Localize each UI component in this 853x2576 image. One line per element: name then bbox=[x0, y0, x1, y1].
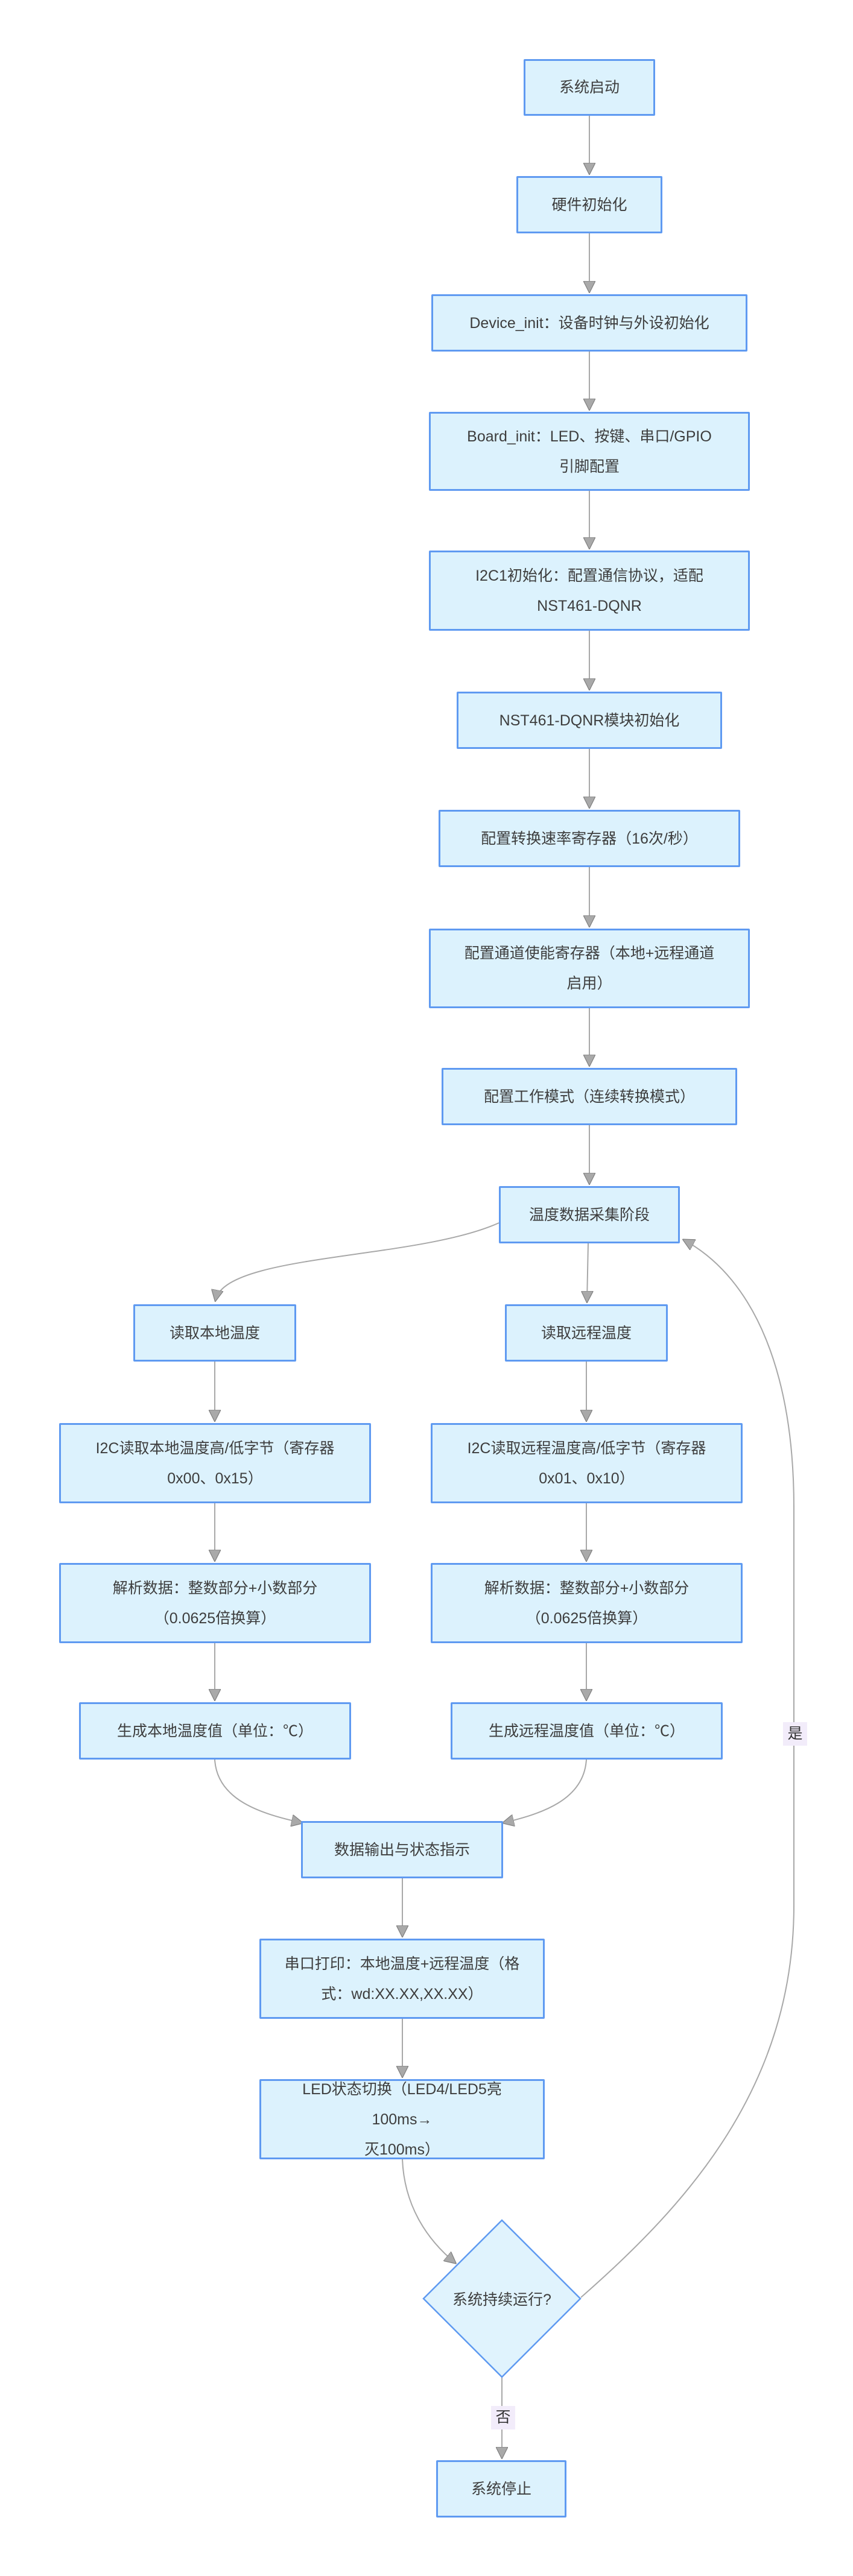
edge-acqstage-readlocal bbox=[215, 1222, 499, 1301]
node-i2c1-init: I2C1初始化：配置通信协议，适配 NST461-DQNR bbox=[429, 551, 750, 631]
node-parse-remote-label: 解析数据：整数部分+小数部分 （0.0625倍换算） bbox=[484, 1579, 690, 1627]
node-conv-rate-label: 配置转换速率寄存器（16次/秒） bbox=[481, 830, 698, 847]
node-uart-print: 串口打印：本地温度+远程温度（格 式：wd:XX.XX,XX.XX） bbox=[259, 1939, 545, 2019]
node-uart-print-label: 串口打印：本地温度+远程温度（格 式：wd:XX.XX,XX.XX） bbox=[284, 1955, 520, 2003]
node-i2c-local-label: I2C读取本地温度高/低字节（寄存器 0x00、0x15） bbox=[95, 1439, 335, 1487]
node-read-local: 读取本地温度 bbox=[133, 1304, 296, 1362]
node-acq-stage: 温度数据采集阶段 bbox=[499, 1186, 680, 1243]
node-gen-remote: 生成远程温度值（单位：℃） bbox=[451, 1702, 723, 1760]
node-device-init: Device_init：设备时钟与外设初始化 bbox=[431, 294, 747, 352]
node-output-stage: 数据输出与状态指示 bbox=[301, 1821, 503, 1878]
decision-diamond-shape bbox=[422, 2219, 582, 2378]
node-board-init-label: Board_init：LED、按键、串口/GPIO 引脚配置 bbox=[467, 428, 712, 475]
node-i2c-local: I2C读取本地温度高/低字节（寄存器 0x00、0x15） bbox=[59, 1423, 371, 1503]
node-parse-remote: 解析数据：整数部分+小数部分 （0.0625倍换算） bbox=[431, 1563, 743, 1643]
node-work-mode: 配置工作模式（连续转换模式） bbox=[442, 1068, 737, 1125]
node-board-init: Board_init：LED、按键、串口/GPIO 引脚配置 bbox=[429, 412, 750, 491]
node-nst-init-label: NST461-DQNR模块初始化 bbox=[499, 712, 680, 729]
node-work-mode-label: 配置工作模式（连续转换模式） bbox=[483, 1088, 695, 1105]
node-start-label: 系统启动 bbox=[559, 79, 620, 96]
edge-genremote-output bbox=[503, 1759, 587, 1823]
node-i2c-remote: I2C读取远程温度高/低字节（寄存器 0x01、0x10） bbox=[431, 1423, 743, 1503]
node-stop-label: 系统停止 bbox=[471, 2480, 531, 2498]
node-output-stage-label: 数据输出与状态指示 bbox=[334, 1841, 470, 1858]
edge-ledtoggle-decision bbox=[402, 2159, 455, 2263]
node-device-init-label: Device_init：设备时钟与外设初始化 bbox=[469, 314, 709, 332]
node-led-toggle-label: LED状态切换（LED4/LED5亮100ms→ 灭100ms） bbox=[302, 2080, 502, 2158]
edge-decision-loop-yes bbox=[580, 1240, 794, 2298]
node-parse-local: 解析数据：整数部分+小数部分 （0.0625倍换算） bbox=[59, 1563, 371, 1643]
node-i2c-remote-label: I2C读取远程温度高/低字节（寄存器 0x01、0x10） bbox=[467, 1439, 706, 1487]
node-nst-init: NST461-DQNR模块初始化 bbox=[457, 692, 722, 749]
node-read-local-label: 读取本地温度 bbox=[169, 1324, 260, 1342]
node-read-remote-label: 读取远程温度 bbox=[541, 1324, 632, 1342]
edge-label-yes: 是 bbox=[783, 1722, 807, 1746]
node-start: 系统启动 bbox=[524, 59, 655, 116]
node-conv-rate: 配置转换速率寄存器（16次/秒） bbox=[439, 810, 740, 867]
node-gen-remote-label: 生成远程温度值（单位：℃） bbox=[488, 1722, 685, 1740]
node-read-remote: 读取远程温度 bbox=[505, 1304, 668, 1362]
node-acq-stage-label: 温度数据采集阶段 bbox=[528, 1206, 650, 1223]
node-chan-enable: 配置通道使能寄存器（本地+远程通道 启用） bbox=[429, 929, 750, 1008]
edge-genlocal-output bbox=[214, 1759, 302, 1823]
node-stop: 系统停止 bbox=[436, 2460, 566, 2518]
node-chan-enable-label: 配置通道使能寄存器（本地+远程通道 启用） bbox=[464, 945, 715, 992]
node-parse-local-label: 解析数据：整数部分+小数部分 （0.0625倍换算） bbox=[112, 1579, 318, 1627]
node-hw-init: 硬件初始化 bbox=[516, 176, 662, 233]
edge-label-no: 否 bbox=[491, 2406, 515, 2429]
node-led-toggle: LED状态切换（LED4/LED5亮100ms→ 灭100ms） bbox=[259, 2079, 545, 2159]
edge-acqstage-readremote bbox=[587, 1243, 588, 1302]
node-gen-local-label: 生成本地温度值（单位：℃） bbox=[116, 1722, 313, 1740]
node-i2c1-init-label: I2C1初始化：配置通信协议，适配 NST461-DQNR bbox=[475, 567, 703, 614]
node-gen-local: 生成本地温度值（单位：℃） bbox=[79, 1702, 351, 1760]
node-decision-label: 系统持续运行? bbox=[452, 2291, 551, 2308]
node-hw-init-label: 硬件初始化 bbox=[551, 196, 627, 213]
node-decision: 系统持续运行? bbox=[422, 2219, 582, 2378]
